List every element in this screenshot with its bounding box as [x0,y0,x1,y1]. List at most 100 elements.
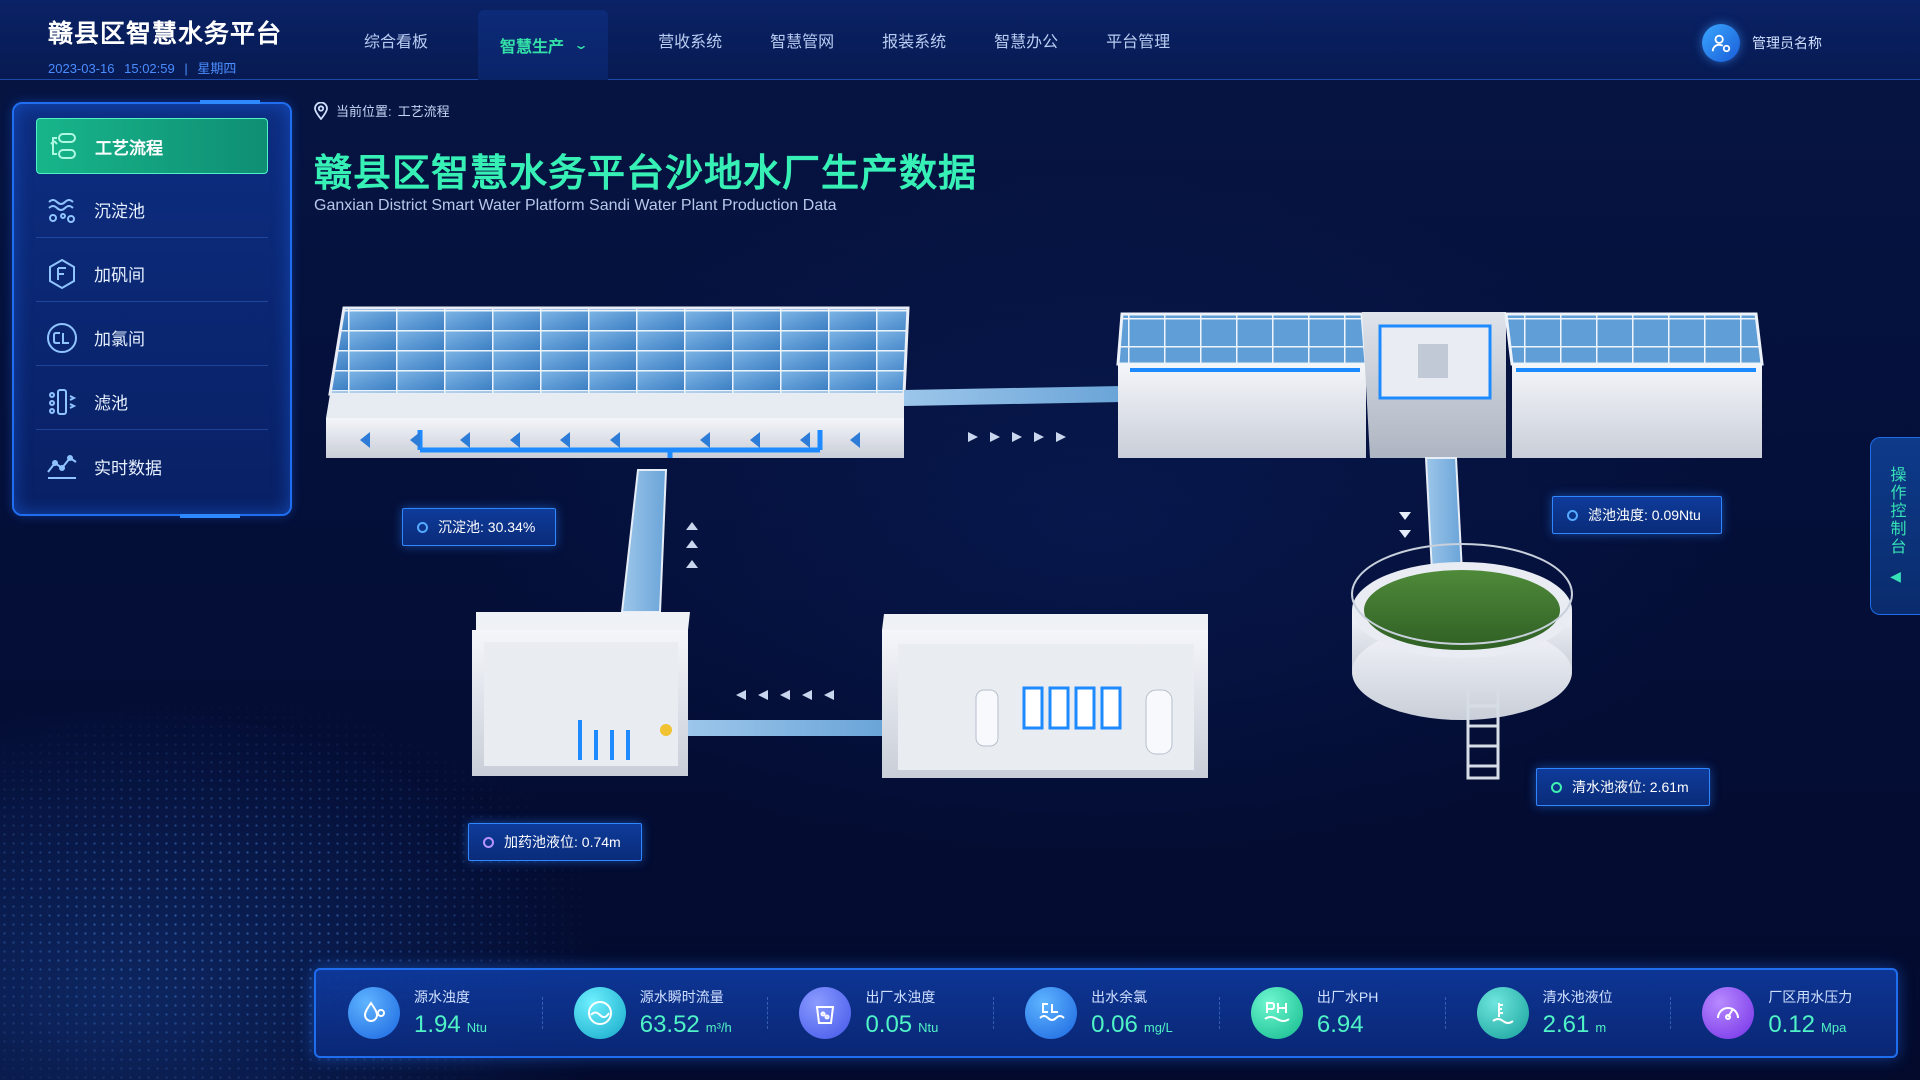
plant-illustration [326,306,1764,780]
chevron-down-icon: ⌄ [573,38,589,52]
page-title: 赣县区智慧水务平台沙地水厂生产数据 [314,153,978,195]
filter-icon [44,384,80,420]
app-title: 赣县区智慧水务平台 [48,20,283,48]
stat-label: 出水余氯 [1091,989,1148,1005]
nav-label: 报装系统 [882,34,947,51]
clear-water-pool[interactable] [1351,543,1573,780]
breadcrumb: 当前位置: 工艺流程 [314,101,450,120]
sidebar-item-label: 沉淀池 [94,202,145,221]
dosing-room[interactable] [472,612,690,776]
nav-label: 智慧办公 [994,34,1059,51]
nav-item-pipe-network[interactable]: 智慧管网 [746,0,858,80]
datetime-display: 2023-03-16 15:02:59 | 星期四 [48,58,282,77]
plant-scene: 沉淀池: 30.34% 滤池浊度: 0.09Ntu 清水池液位: 2.61m [300,290,1780,810]
callout-text: 加药池液位: 0.74m [504,834,621,850]
nav-item-office[interactable]: 智慧办公 [970,0,1082,80]
sidebar-item-label: 滤池 [94,394,128,413]
stat-value: 0.05 [865,1011,913,1038]
avatar[interactable] [1702,24,1740,62]
stat-label: 出厂水浊度 [865,989,936,1005]
stat-residual-chlorine: 出水余氯 0.06 mg/L [993,983,1219,1043]
callout-text: 清水池液位: 2.61m [1572,779,1689,795]
status-dot [1567,509,1578,521]
stat-label: 出厂水PH [1316,989,1379,1005]
alum-dosing-building[interactable] [882,614,1208,778]
stat-value: 0.06 [1091,1011,1138,1038]
turbidity-icon [799,987,852,1039]
filter-building[interactable] [1116,312,1764,458]
sidebar-item-chlorine-room[interactable]: 加氯间 [36,310,268,366]
page-subtitle: Ganxian District Smart Water Platform Sa… [314,197,837,214]
stat-outlet-turbidity: 出厂水浊度 0.05 Ntu [767,983,993,1043]
callout-filter-turbidity[interactable]: 滤池浊度: 0.09Ntu [1552,496,1722,534]
top-header: 赣县区智慧水务平台 2023-03-16 15:02:59 | 星期四 综合看板… [0,0,1920,80]
flow-arrows-right [968,432,1066,442]
sidebar-item-sedimentation[interactable]: 沉淀池 [36,182,268,238]
nav-label: 营收系统 [658,34,723,51]
stat-label: 清水池液位 [1542,989,1613,1005]
tab-label: 操作控制台 [1887,466,1905,556]
operation-console-tab[interactable]: 操作控制台 ◀ [1870,437,1920,615]
flow-arrows-up [686,522,698,568]
stat-label: 厂区用水压力 [1768,989,1853,1005]
chlorine-room-icon [44,320,80,356]
stat-value: 2.61 [1542,1011,1590,1038]
stat-value: 63.52 [639,1011,700,1038]
date-separator: | [184,61,188,76]
sedimentation-icon [44,192,80,228]
nav-label: 智慧生产 [500,39,565,56]
callout-sedimentation[interactable]: 沉淀池: 30.34% [402,508,557,546]
stat-unit: m³/h [705,1020,732,1035]
chlorine-residual-icon [1025,987,1078,1039]
status-dot [1551,781,1562,793]
breadcrumb-current[interactable]: 工艺流程 [397,104,450,119]
top-nav: 综合看板 智慧生产 ⌄ 营收系统 智慧管网 报装系统 智慧办公 平台管理 [340,0,1194,80]
sidebar: 工艺流程 沉淀池 加矾间 加氯间 [12,100,292,518]
nav-item-smart-production[interactable]: 智慧生产 ⌄ [478,10,609,80]
date-text: 2023-03-16 [48,61,115,76]
callout-text: 沉淀池: 30.34% [438,519,536,535]
brand: 赣县区智慧水务平台 2023-03-16 15:02:59 | 星期四 [48,14,282,77]
chevron-left-icon: ◀ [1890,568,1901,584]
nav-item-installation[interactable]: 报装系统 [858,0,970,80]
stat-outlet-ph: 出厂水PH 6.94 [1218,983,1445,1043]
sidebar-item-label: 加氯间 [94,330,145,349]
user-name: 管理员名称 [1752,35,1822,51]
flow-gauge-icon [573,987,626,1039]
user-settings-icon [1711,34,1731,53]
stat-label: 源水瞬时流量 [639,989,724,1005]
nav-label: 综合看板 [364,34,429,51]
sidebar-item-label: 实时数据 [94,458,162,478]
callout-clear-pool-level[interactable]: 清水池液位: 2.61m [1536,768,1710,806]
callout-dosing-level[interactable]: 加药池液位: 0.74m [468,823,642,861]
stat-unit: mg/L [1143,1020,1173,1035]
sidebar-item-process-flow[interactable]: 工艺流程 [36,118,268,174]
stat-unit: Ntu [918,1020,939,1035]
process-flow-icon [45,128,81,164]
flow-arrows-left [736,690,834,700]
nav-item-revenue[interactable]: 营收系统 [634,0,746,80]
sedimentation-tank[interactable] [326,306,910,458]
nav-item-dashboard[interactable]: 综合看板 [340,0,452,80]
user-menu[interactable]: 管理员名称 [1702,24,1822,62]
water-drop-icon [348,987,400,1039]
stat-unit: Ntu [466,1020,487,1035]
stat-value: 6.94 [1316,1011,1364,1038]
flow-arrows-down [1399,512,1411,538]
status-dot [417,521,428,533]
nav-label: 平台管理 [1106,34,1171,51]
callout-text: 滤池浊度: 0.09Ntu [1588,507,1701,523]
sidebar-item-label: 工艺流程 [95,138,163,158]
sidebar-item-label: 加矾间 [94,266,145,285]
sidebar-item-alum-room[interactable]: 加矾间 [36,246,268,302]
location-pin-icon [314,101,328,120]
sidebar-item-filter[interactable]: 滤池 [36,374,268,430]
sidebar-item-realtime-data[interactable]: 实时数据 [36,438,268,494]
nav-item-platform-admin[interactable]: 平台管理 [1082,0,1194,80]
weekday-text: 星期四 [197,61,237,76]
ph-icon [1250,987,1303,1039]
